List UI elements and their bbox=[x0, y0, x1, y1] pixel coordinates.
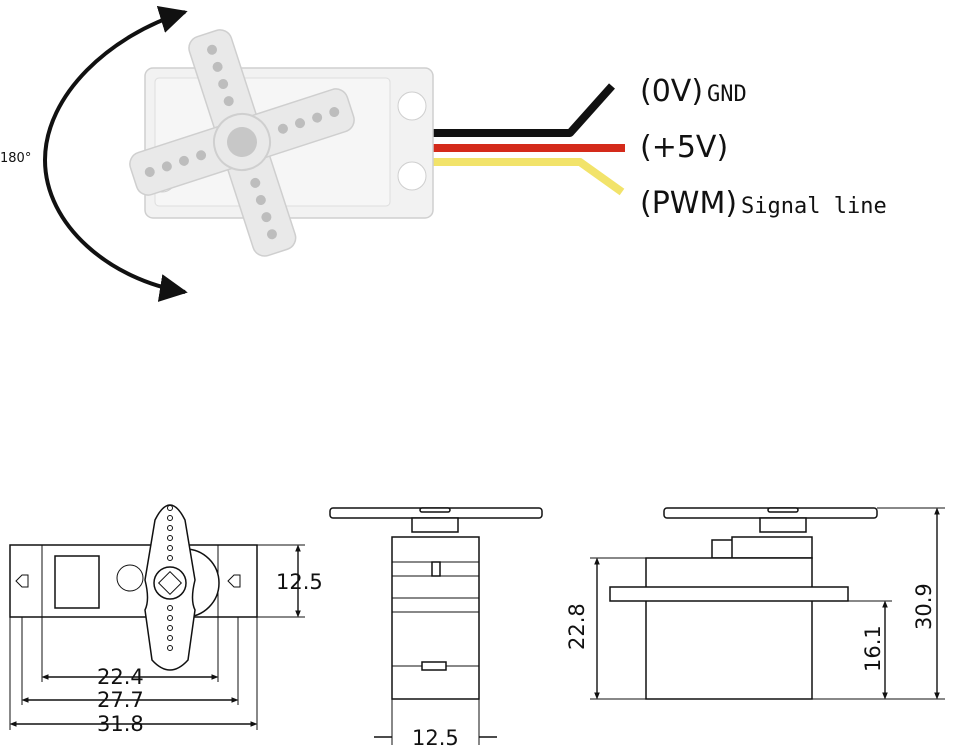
side-view: 12.5 bbox=[329, 507, 543, 750]
wire-gnd bbox=[430, 83, 615, 137]
front-horn-center bbox=[153, 566, 187, 600]
dim-body-height: 22.8 bbox=[565, 603, 589, 650]
front-body bbox=[9, 544, 258, 618]
label-5v: (+5V) bbox=[640, 130, 728, 165]
mount-hole-1 bbox=[397, 91, 427, 121]
front-view: 12.5 22.4 27.7 31.8 bbox=[9, 504, 323, 736]
dim-total-length: 31.8 bbox=[97, 712, 144, 736]
dim-side-width: 12.5 bbox=[412, 726, 459, 750]
rotation-angle-label: 180° bbox=[0, 151, 31, 166]
servo-illustration: 180° (0V)GND (+5 bbox=[0, 6, 887, 302]
front-slot-right bbox=[227, 574, 241, 588]
dim-total-height: 30.9 bbox=[912, 583, 936, 630]
front-tab-window bbox=[54, 555, 100, 609]
servo-horn bbox=[129, 29, 355, 257]
wire-pwm bbox=[430, 158, 625, 196]
dim-body-length: 27.7 bbox=[97, 688, 144, 712]
dim-hole-spacing: 22.4 bbox=[97, 665, 144, 689]
elev-body bbox=[645, 557, 813, 700]
elev-tab bbox=[609, 586, 849, 602]
mount-hole-2 bbox=[397, 161, 427, 191]
elevation-view: 22.8 16.1 30.9 bbox=[565, 507, 945, 700]
dim-tab-height: 16.1 bbox=[861, 625, 885, 672]
dim-front-height: 12.5 bbox=[276, 570, 323, 594]
label-gnd: (0V)GND bbox=[640, 74, 747, 109]
rotation-arc bbox=[42, 6, 188, 302]
front-slot-left bbox=[15, 574, 29, 588]
label-pwm: (PWM)Signal line bbox=[640, 186, 887, 221]
